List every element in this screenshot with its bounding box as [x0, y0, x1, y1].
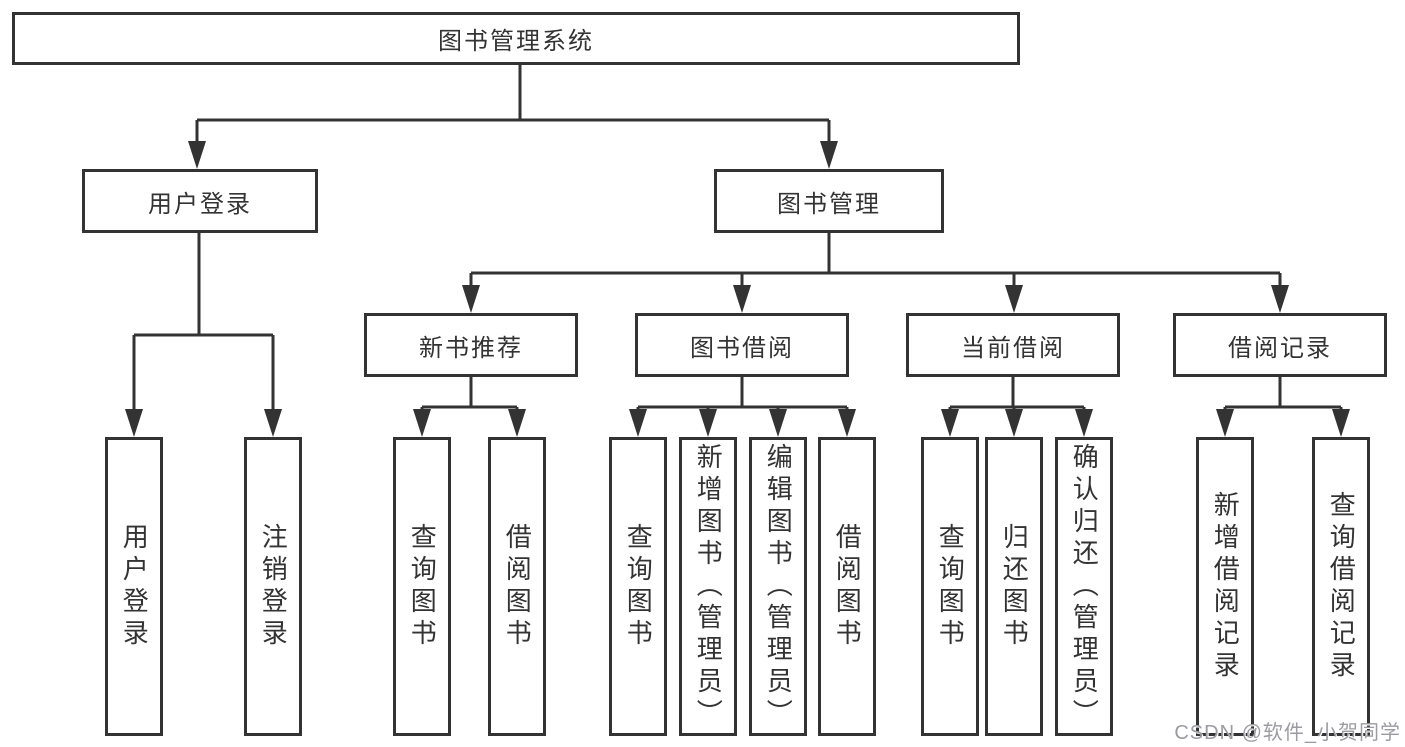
leaf-label: 编辑图书（管理员） [763, 442, 794, 731]
leaf-bb-add-books-admin: 新增图书（管理员） [679, 437, 737, 736]
leaf-logout: 注销登录 [244, 437, 302, 736]
leaf-label: 查询借阅记录 [1326, 490, 1357, 683]
leaf-bb-edit-books-admin: 编辑图书（管理员） [749, 437, 807, 736]
leaf-label: 归还图书 [999, 522, 1030, 651]
leaf-label: 新增图书（管理员） [693, 442, 724, 731]
leaf-bb-query-books: 查询图书 [609, 437, 667, 736]
node-borrowing-records: 借阅记录 [1173, 313, 1387, 377]
connector-current-borrow-children [941, 377, 1093, 437]
leaf-label: 借阅图书 [502, 522, 533, 651]
connector-root-to-branches [188, 65, 838, 169]
node-book-borrowing: 图书借阅 [635, 313, 849, 377]
leaf-bb-borrow-books: 借阅图书 [818, 437, 876, 736]
leaf-cb-return-books: 归还图书 [985, 437, 1043, 736]
node-current-borrowing: 当前借阅 [906, 313, 1120, 377]
leaf-label: 查询图书 [407, 522, 438, 651]
leaf-cb-query-books: 查询图书 [921, 437, 979, 736]
connector-borrow-records-children [1216, 377, 1350, 437]
csdn-watermark: CSDN @软件_小贺同学 [1174, 722, 1401, 744]
node-user-login: 用户登录 [82, 169, 318, 233]
node-root: 图书管理系统 [12, 12, 1020, 65]
leaf-user-login: 用户登录 [105, 437, 163, 736]
leaf-label: 查询图书 [935, 522, 966, 651]
leaf-label: 新增借阅记录 [1210, 490, 1241, 683]
leaf-label: 查询图书 [623, 522, 654, 651]
connector-book-borrow-children [629, 377, 856, 437]
leaf-br-add-borrow-record: 新增借阅记录 [1196, 437, 1254, 736]
leaf-label: 借阅图书 [832, 522, 863, 651]
leaf-label: 用户登录 [119, 522, 150, 651]
connector-user-login-children [125, 233, 282, 437]
node-book-management: 图书管理 [714, 169, 944, 233]
leaf-br-query-borrow-record: 查询借阅记录 [1312, 437, 1370, 736]
leaf-nb-query-books: 查询图书 [393, 437, 451, 736]
leaf-cb-confirm-return-admin: 确认归还（管理员） [1055, 437, 1113, 736]
leaf-nb-borrow-books: 借阅图书 [488, 437, 546, 736]
leaf-label: 确认归还（管理员） [1069, 442, 1100, 731]
node-new-book-recommendation: 新书推荐 [364, 313, 578, 377]
leaf-label: 注销登录 [258, 522, 289, 651]
connector-book-management-sections [462, 233, 1289, 313]
connector-new-book-children [413, 377, 526, 437]
